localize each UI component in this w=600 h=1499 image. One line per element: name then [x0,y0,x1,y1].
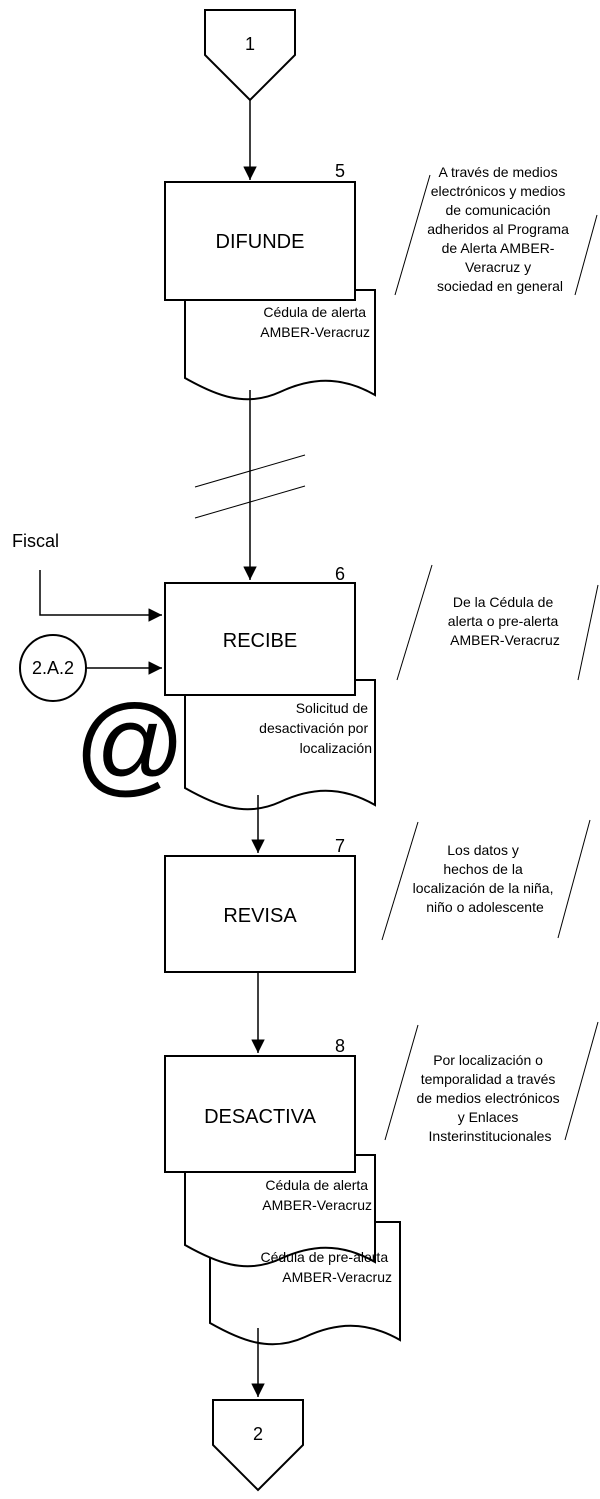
note-bracket-right-8 [564,1021,599,1141]
note-bracket-right-5 [574,214,598,296]
email-icon: @ [74,683,186,806]
step-5-number: 5 [335,161,345,181]
process-box-revisa [164,855,356,973]
note-bracket-left-6 [396,564,433,681]
process-label-recibe: RECIBE [223,630,297,652]
document-text-5: Cédula de alerta AMBER-Veracruz [260,304,370,340]
note-bracket-left-5 [394,174,431,296]
process-label-revisa: REVISA [223,905,297,927]
document-text-6: Solicitud de desactivación por localizac… [259,700,372,756]
connector-ref-label: 2.A.2 [32,658,74,678]
document-cedula-alerta-5 [184,289,376,401]
external-input-label: Fiscal [12,531,59,551]
process-box-difunde [164,181,356,301]
arrow-fiscal-to-recibe [39,570,162,622]
note-7: Los datos y hechos de la localización de… [413,842,558,915]
note-bracket-left-7 [381,821,419,941]
step-8-number: 8 [335,1036,345,1056]
note-bracket-right-6 [577,584,599,681]
break-mark-1 [194,454,306,488]
process-label-desactiva: DESACTIVA [204,1106,317,1128]
document-text-8a: Cédula de alerta AMBER-Veracruz [262,1177,372,1213]
document-cedula-alerta-8 [184,1154,376,1268]
note-bracket-left-8 [384,1024,419,1141]
document-text-8b: Cédula de pre-alerta AMBER-Veracruz [260,1249,392,1285]
process-box-recibe [164,582,356,696]
connector-bottom-label: 2 [253,1424,263,1444]
process-box-desactiva [164,1055,356,1173]
off-page-connector-bottom [212,1399,304,1492]
note-bracket-right-7 [557,819,591,939]
document-solicitud-desactivacion [184,679,376,811]
break-mark-2 [194,485,306,519]
note-6: De la Cédula de alerta o pre-alerta AMBE… [448,594,562,648]
doc-5-line-2: AMBER-Veracruz [260,324,370,340]
note-5: A través de medios electrónicos y medios… [427,164,573,294]
note-8: Por localización o temporalidad a través… [416,1052,563,1144]
connector-top-label: 1 [245,34,255,54]
step-6-number: 6 [335,564,345,584]
process-label-difunde: DIFUNDE [216,231,305,253]
doc-5-line-1: Cédula de alerta [263,304,366,320]
off-page-connector-top [204,9,296,102]
step-7-number: 7 [335,836,345,856]
